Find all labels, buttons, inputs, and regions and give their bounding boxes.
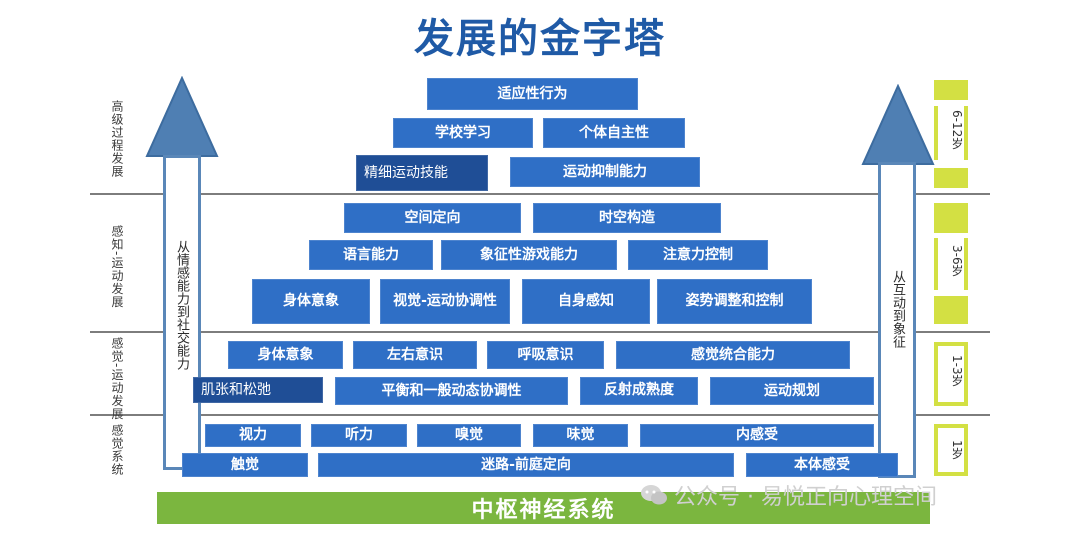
box-smell: 嗅觉 [417,424,521,447]
watermark: 公众号 · 易悦正向心理空间 [640,479,937,511]
box-hearing: 听力 [311,424,407,447]
box-left-right: 左右意识 [353,341,477,369]
age-strip [934,424,968,476]
band-divider [90,193,990,195]
band-label-perceptual-motor: 感知-运动发展 [110,225,124,309]
left-arrow-shaft [163,155,201,470]
age-strip [934,238,968,290]
box-symbolic-play: 象征性游戏能力 [441,240,617,270]
page-title: 发展的金字塔 [414,15,666,62]
central-nervous-system-base: 中枢神经系统 [157,492,930,524]
box-motor-planning: 运动规划 [710,377,874,405]
box-school-learning: 学校学习 [393,118,533,148]
box-visual-motor: 视觉-运动协调性 [380,279,510,324]
right-arrow-label: 从互动到象征 [890,270,905,348]
band-label-sensory-motor: 感觉-运动发展 [110,337,124,421]
age-strip [934,106,968,160]
box-touch: 触觉 [182,453,308,477]
box-taste: 味觉 [533,424,628,447]
box-fine-motor: 精细运动技能 [356,155,488,191]
age-label: 1-3岁 [950,355,964,387]
age-strip [934,203,968,233]
box-attention-control: 注意力控制 [628,240,768,270]
box-reflex-maturity: 反射成熟度 [580,377,698,405]
box-self-perception: 自身感知 [522,279,650,324]
watermark-text: 公众号 · 易悦正向心理空间 [674,485,937,510]
band-divider [90,331,990,333]
right-arrow-head [861,84,935,165]
box-language: 语言能力 [309,240,433,270]
box-breathing: 呼吸意识 [487,341,604,369]
wechat-icon [640,483,668,507]
age-label: 3-6岁 [950,245,964,277]
box-vestibular: 迷路-前庭定向 [318,453,734,477]
box-vision: 视力 [205,424,301,447]
age-strip [934,296,968,324]
band-label-sensory-system: 感觉系统 [110,424,124,476]
box-motor-inhibition: 运动抑制能力 [510,157,700,187]
box-body-image-upper: 身体意象 [252,279,370,324]
box-proprioception: 本体感受 [746,453,898,477]
age-label: 6-12岁 [950,110,964,150]
band-label-high: 高级过程发展 [110,100,124,178]
left-arrow-head [145,76,219,157]
box-interoception: 内感受 [640,424,874,447]
age-strip [934,80,968,100]
box-adaptive-behavior: 适应性行为 [427,78,638,110]
age-strip [934,168,968,188]
right-arrow-shaft [878,162,916,478]
box-autonomy: 个体自主性 [543,118,685,148]
box-spatiotemporal: 时空构造 [533,203,721,233]
box-body-image-lower: 身体意象 [228,341,343,369]
band-divider [90,414,990,416]
box-balance-coordination: 平衡和一般动态协调性 [335,377,568,405]
box-spatial-orientation: 空间定向 [344,203,521,233]
box-muscle-tone: 肌张和松弛 [193,377,323,403]
age-strip [934,342,968,406]
box-posture-control: 姿势调整和控制 [657,279,812,324]
box-sensory-integration: 感觉统合能力 [616,341,850,369]
age-label: 1岁 [950,440,964,460]
left-arrow-label: 从情感能力到社交能力 [174,240,189,370]
